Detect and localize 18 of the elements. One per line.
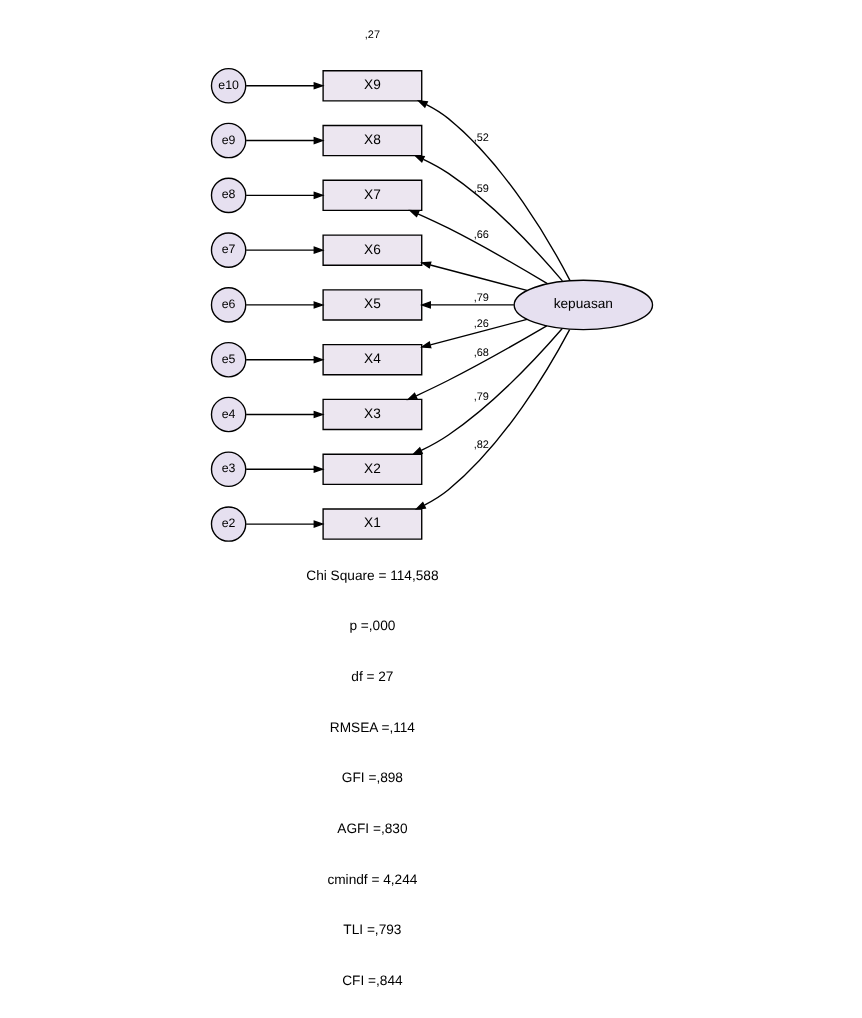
arrow	[244, 355, 324, 364]
arrow	[412, 154, 563, 282]
arrow	[244, 410, 324, 419]
arrow	[244, 191, 324, 200]
arrow	[413, 328, 570, 510]
arrow	[410, 327, 562, 455]
arrow	[244, 81, 324, 90]
arrow	[419, 318, 527, 349]
arrow	[244, 246, 324, 254]
arrow	[405, 325, 547, 401]
arrow	[415, 100, 570, 282]
arrow	[244, 465, 324, 474]
arrow	[244, 136, 324, 145]
arrow	[419, 301, 514, 309]
arrow	[244, 301, 324, 309]
arrow	[244, 520, 324, 528]
arrow	[407, 209, 548, 285]
arrow	[419, 261, 527, 292]
